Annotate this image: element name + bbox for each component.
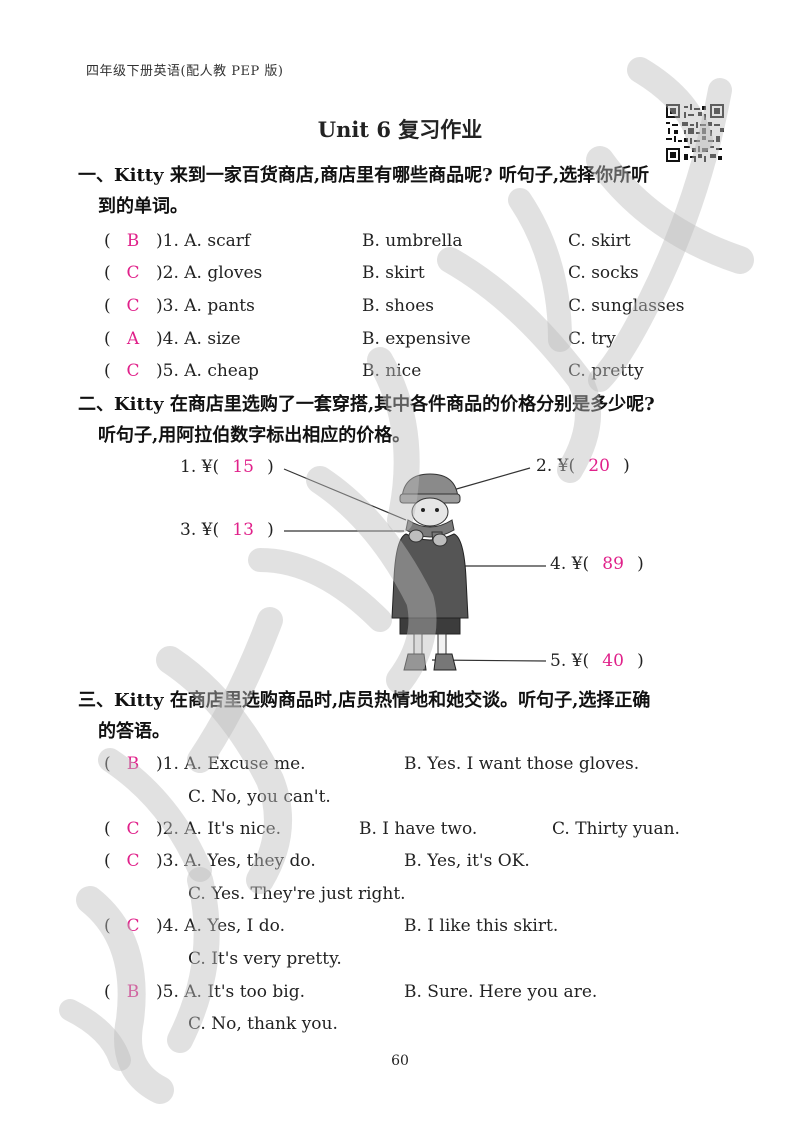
price-close: ) <box>637 651 644 671</box>
answer-mark: C <box>126 263 140 283</box>
price-close: ) <box>637 554 644 574</box>
section3-item-5: ( B )5. A. It's too big. B. Sure. Here y… <box>104 982 598 1002</box>
option-b: B. nice <box>362 361 422 381</box>
option-b: B. Yes, it's OK. <box>404 851 530 871</box>
price-value: 40 <box>602 651 624 671</box>
section3-item-1: ( B )1. A. Excuse me. B. Yes. I want tho… <box>104 754 640 774</box>
option-b: B. skirt <box>362 263 425 283</box>
section3-item-4-c: C. It's very pretty. <box>104 947 744 971</box>
option-a: )3. A. Yes, they do. <box>156 851 316 871</box>
price-close: ) <box>267 457 274 477</box>
option-a: )4. A. Yes, I do. <box>156 916 286 936</box>
price-label: 2. ¥( <box>536 456 576 476</box>
section1-line2: 到的单词。 <box>98 196 188 217</box>
answer-mark: C <box>126 361 140 381</box>
section1-item-1: ( B )1. A. scarf B. umbrella C. skirt <box>104 231 631 251</box>
price-label: 4. ¥( <box>550 554 590 574</box>
option-c: C. Yes. They're just right. <box>188 884 406 904</box>
section3-item-1-c: C. No, you can't. <box>104 785 744 809</box>
option-c: C. No, thank you. <box>188 1014 338 1034</box>
option-a: )4. A. size <box>156 329 241 349</box>
option-c: C. It's very pretty. <box>188 949 342 969</box>
price-5: 5. ¥( 40) <box>550 651 644 671</box>
option-c: C. No, you can't. <box>188 787 331 807</box>
section1-item-2: ( C )2. A. gloves B. skirt C. socks <box>104 263 639 283</box>
price-value: 89 <box>602 554 624 574</box>
option-c: C. Thirty yuan. <box>552 819 680 839</box>
section1-item-5: ( C )5. A. cheap B. nice C. pretty <box>104 361 644 381</box>
answer-mark: B <box>126 754 140 774</box>
section3-item-5-c: C. No, thank you. <box>104 1012 744 1036</box>
answer-mark: A <box>126 329 140 349</box>
section1-line1: 一、Kitty 来到一家百货商店,商店里有哪些商品呢? 听句子,选择你所听 <box>78 165 650 186</box>
price-label: 3. ¥( <box>180 520 220 540</box>
section1-item-3: ( C )3. A. pants B. shoes C. sunglasses <box>104 296 685 316</box>
option-a: )5. A. It's too big. <box>156 982 305 1002</box>
option-c: C. socks <box>568 263 639 283</box>
option-b: B. I like this skirt. <box>404 916 559 936</box>
section3-item-2: ( C )2. A. It's nice. B. I have two. C. … <box>104 819 680 839</box>
qr-code-icon[interactable] <box>666 104 724 162</box>
price-value: 15 <box>232 457 254 477</box>
option-c: C. skirt <box>568 231 631 251</box>
option-b: B. expensive <box>362 329 471 349</box>
answer-mark: B <box>126 982 140 1002</box>
section1-item-4: ( A )4. A. size B. expensive C. try <box>104 329 616 349</box>
option-c: C. sunglasses <box>568 296 685 316</box>
price-close: ) <box>623 456 630 476</box>
section2-line1: 二、Kitty 在商店里选购了一套穿搭,其中各件商品的价格分别是多少呢? <box>78 394 655 415</box>
section3-item-3-c: C. Yes. They're just right. <box>104 882 744 906</box>
option-a: )1. A. scarf <box>156 231 251 251</box>
option-a: )5. A. cheap <box>156 361 259 381</box>
answer-mark: C <box>126 916 140 936</box>
option-b: B. Sure. Here you are. <box>404 982 598 1002</box>
option-a: )1. A. Excuse me. <box>156 754 306 774</box>
section3-line2: 的答语。 <box>98 721 170 742</box>
option-c: C. try <box>568 329 616 349</box>
option-a: )2. A. gloves <box>156 263 263 283</box>
price-4: 4. ¥( 89) <box>550 554 644 574</box>
price-1: 1. ¥( 15) <box>180 457 274 477</box>
answer-mark: C <box>126 851 140 871</box>
option-c: C. pretty <box>568 361 644 381</box>
price-value: 13 <box>232 520 254 540</box>
section3-item-4: ( C )4. A. Yes, I do. B. I like this ski… <box>104 916 559 936</box>
page-title: Unit 6 复习作业 <box>317 117 483 142</box>
option-a: )2. A. It's nice. <box>156 819 282 839</box>
answer-mark: C <box>126 296 140 316</box>
book-header: 四年级下册英语(配人教 PEP 版) <box>86 64 284 79</box>
price-label: 5. ¥( <box>550 651 590 671</box>
answer-mark: C <box>126 819 140 839</box>
section3-instruction: 三、Kitty 在商店里选购商品时,店员热情地和她交谈。听句子,选择正确 的答语… <box>78 685 650 747</box>
price-3: 3. ¥( 13) <box>180 520 274 540</box>
price-value: 20 <box>588 456 610 476</box>
option-b: B. Yes. I want those gloves. <box>404 754 640 774</box>
section1-instruction: 一、Kitty 来到一家百货商店,商店里有哪些商品呢? 听句子,选择你所听 到的… <box>78 160 649 222</box>
option-b: B. shoes <box>362 296 434 316</box>
section3-line1: 三、Kitty 在商店里选购商品时,店员热情地和她交谈。听句子,选择正确 <box>78 690 651 711</box>
page-number: 60 <box>391 1053 409 1069</box>
girl-in-winter-clothes-illustration <box>391 473 469 671</box>
price-2: 2. ¥( 20) <box>536 456 630 476</box>
section3-item-3: ( C )3. A. Yes, they do. B. Yes, it's OK… <box>104 851 530 871</box>
answer-mark: B <box>126 231 140 251</box>
price-label: 1. ¥( <box>180 457 220 477</box>
option-a: )3. A. pants <box>156 296 255 316</box>
option-b: B. umbrella <box>362 231 463 251</box>
section2-line2: 听句子,用阿拉伯数字标出相应的价格。 <box>98 425 411 446</box>
section2-instruction: 二、Kitty 在商店里选购了一套穿搭,其中各件商品的价格分别是多少呢? 听句子… <box>78 389 655 451</box>
option-b: B. I have two. <box>359 819 478 839</box>
price-close: ) <box>267 520 274 540</box>
